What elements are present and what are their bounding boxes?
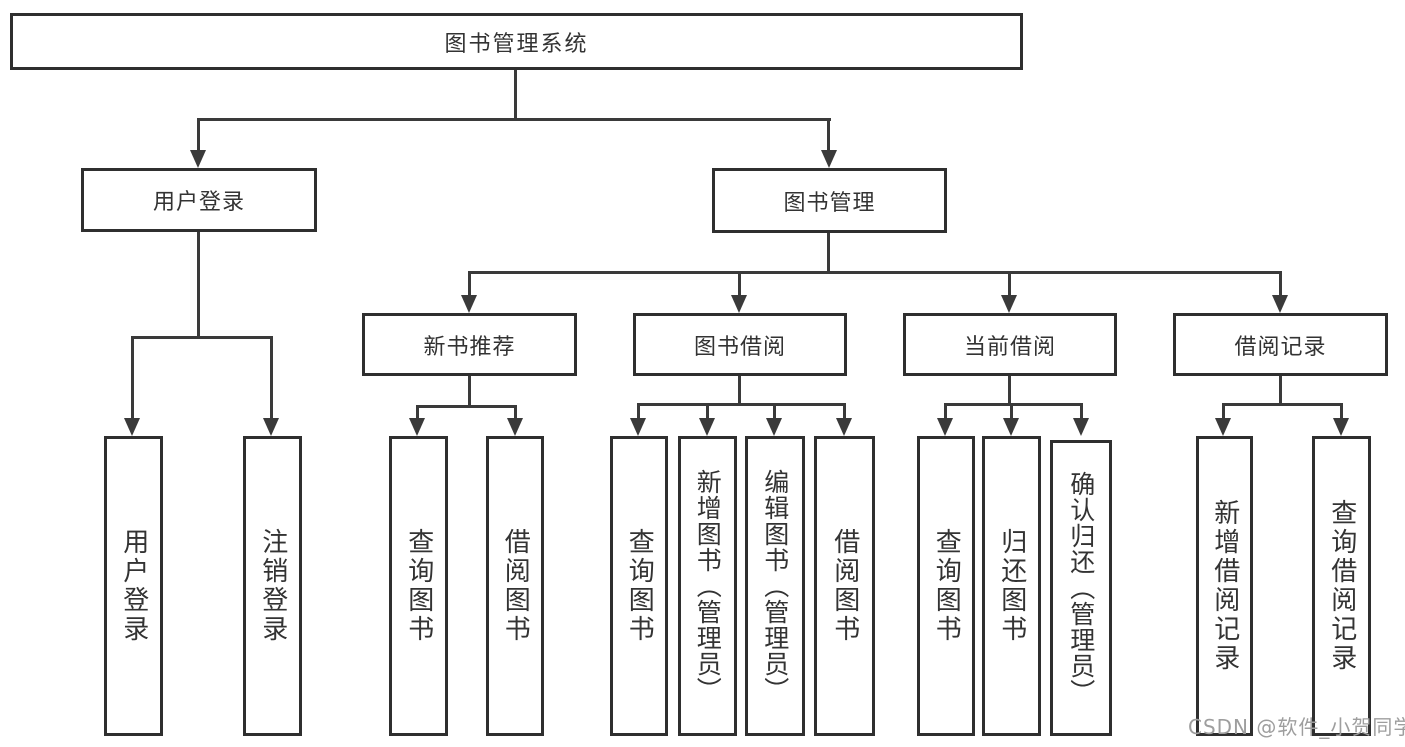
leaf-label: 新增借阅记录 [1209,499,1240,673]
connector-line [827,233,830,271]
connector-line [468,271,1282,274]
connector-line [514,70,517,118]
arrowhead-down-icon [190,150,206,168]
arrowhead-down-icon [836,418,852,436]
connector-line [773,403,776,418]
connector-line [1279,376,1282,403]
node-root-library-system: 图书管理系统 [10,13,1023,70]
connector-line [1340,403,1343,418]
arrowhead-down-icon [507,418,523,436]
connector-line [468,271,471,295]
node-book-management: 图书管理 [712,168,947,233]
connector-line [637,403,846,406]
arrowhead-down-icon [766,418,782,436]
connector-line [1080,403,1083,418]
leaf-label: 新增图书（管理员） [693,469,723,703]
node-current-borrow: 当前借阅 [903,313,1117,376]
connector-line [706,403,709,418]
arrowhead-down-icon [630,418,646,436]
leaf-label: 查询图书 [403,528,434,644]
leaf-label: 查询图书 [624,528,655,644]
node-new-book-recommend: 新书推荐 [362,313,577,376]
leaf-label: 查询借阅记录 [1326,499,1357,673]
arrowhead-down-icon [263,418,279,436]
connector-line [738,376,741,403]
node-label: 图书管理 [783,190,876,216]
node-label: 新书推荐 [423,334,516,360]
node-label: 图书借阅 [693,334,786,360]
leaf-label: 借阅图书 [500,528,531,644]
connector-line [1222,403,1225,418]
leaf-query-book-recommend: 查询图书 [389,436,448,736]
node-book-borrow: 图书借阅 [633,313,847,376]
connector-line [270,336,273,418]
arrowhead-down-icon [409,418,425,436]
leaf-borrow-book: 借阅图书 [814,436,875,736]
arrowhead-down-icon [699,418,715,436]
connector-line [514,405,517,418]
arrowhead-down-icon [821,150,837,168]
csdn-watermark: CSDN @软件_小贺同学 [1188,715,1405,739]
leaf-label: 归还图书 [996,528,1027,644]
node-label: 借阅记录 [1234,334,1327,360]
leaf-label: 用户登录 [118,528,149,644]
leaf-query-book-current: 查询图书 [917,436,975,736]
node-label: 图书管理系统 [444,31,589,57]
connector-line [944,403,947,418]
leaf-label: 编辑图书（管理员） [760,469,790,703]
leaf-add-book-admin: 新增图书（管理员） [678,436,737,736]
node-label: 用户登录 [152,190,245,215]
connector-line [197,232,200,336]
connector-line [131,336,134,418]
connector-line [1008,271,1011,295]
leaf-label: 借阅图书 [829,528,860,644]
connector-line [197,118,200,150]
node-borrow-record: 借阅记录 [1173,313,1388,376]
arrowhead-down-icon [1003,418,1019,436]
connector-line [416,405,419,418]
leaf-add-borrow-record: 新增借阅记录 [1196,436,1253,736]
arrowhead-down-icon [124,418,140,436]
arrowhead-down-icon [1333,418,1349,436]
arrowhead-down-icon [1073,418,1089,436]
connector-line [416,405,517,408]
connector-line [1010,403,1013,418]
connector-line [637,403,640,418]
connector-line [197,118,831,121]
arrowhead-down-icon [937,418,953,436]
leaf-label: 确认归还（管理员） [1066,471,1096,705]
arrowhead-down-icon [1215,418,1231,436]
node-label: 当前借阅 [963,334,1056,360]
leaf-confirm-return-admin: 确认归还（管理员） [1050,440,1112,736]
arrowhead-down-icon [731,295,747,313]
leaf-edit-book-admin: 编辑图书（管理员） [745,436,805,736]
leaf-logout: 注销登录 [243,436,302,736]
connector-line [1222,403,1343,406]
arrowhead-down-icon [1001,295,1017,313]
connector-line [131,336,273,339]
connector-line [843,403,846,418]
leaf-query-borrow-record: 查询借阅记录 [1312,436,1371,736]
leaf-label: 查询图书 [931,528,962,644]
connector-line [1008,376,1011,403]
node-user-login: 用户登录 [81,168,317,232]
connector-line [1279,271,1282,295]
arrowhead-down-icon [1272,295,1288,313]
leaf-label: 注销登录 [257,528,288,644]
arrowhead-down-icon [461,295,477,313]
leaf-user-login: 用户登录 [104,436,163,736]
leaf-borrow-book-recommend: 借阅图书 [486,436,544,736]
leaf-return-book: 归还图书 [982,436,1041,736]
connector-line [827,118,830,150]
connector-line [468,376,471,405]
leaf-query-book-borrow: 查询图书 [610,436,668,736]
connector-line [738,271,741,295]
connector-line [944,403,1083,406]
